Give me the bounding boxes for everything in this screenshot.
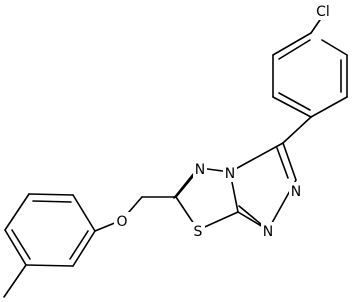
bond [272,32,312,56]
bond [272,96,312,118]
bond [321,39,348,56]
atom-nitrogen-triazole-upper: N [289,182,303,200]
bond-double-inner [278,92,311,111]
bond [4,229,27,266]
bond-double-inner [278,39,311,60]
bond [229,142,284,173]
oxygen-label: O [116,214,127,230]
bond [72,194,96,232]
bond-double-inner [69,230,89,260]
bond-aryl-triazole [282,116,312,144]
bond-double-inner [276,147,289,179]
bond-double-inner [11,229,31,260]
triazole-ring [229,142,297,231]
sulfur-label: S [194,224,203,240]
atom-oxygen: O [114,212,130,230]
bond [28,193,74,196]
nitrogen-label: N [225,166,235,182]
bond [72,230,96,267]
atom-chlorine: Cl [312,2,334,20]
bond [4,193,30,231]
chlorine-label: Cl [316,4,330,20]
chlorophenyl-ring [272,32,348,118]
bond [25,264,74,267]
atom-nitrogen-triazole-lower: N [261,222,275,240]
atom-sulfur: S [191,222,205,240]
bond-double-inner [173,172,195,199]
atom-nitrogen-thiadiazole: N [193,160,207,178]
nitrogen-label: N [263,224,273,240]
nitrogen-label: N [291,184,301,200]
bond [310,96,348,118]
bond [282,142,297,181]
tolyl-ring [4,193,96,267]
bond-double-inner [32,200,72,203]
bond-double-inner [238,205,263,226]
atom-nitrogen-bridgehead: N [223,164,237,182]
bond-methyl [3,264,27,298]
nitrogen-label: N [195,162,205,178]
